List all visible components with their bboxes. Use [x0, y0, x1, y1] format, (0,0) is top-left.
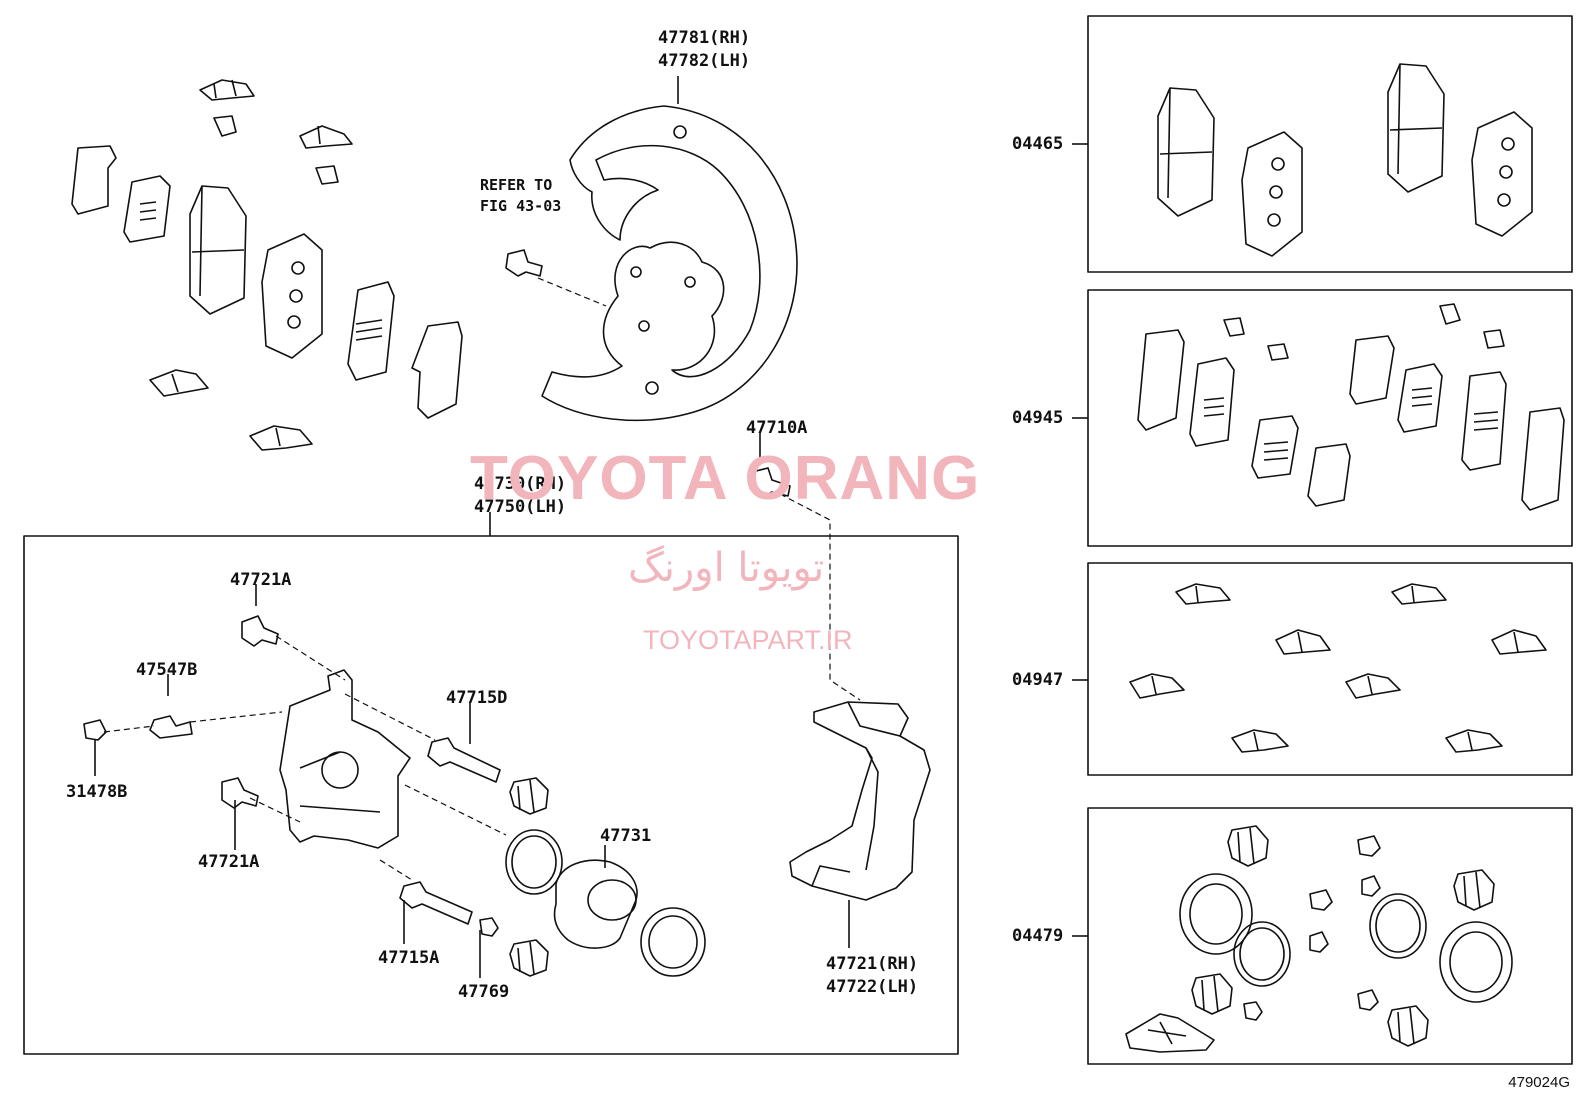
kit-04465-pad-c — [1387, 63, 1445, 193]
shim-inner-left — [123, 175, 171, 243]
bolt-47721a-top — [241, 615, 279, 647]
kit-04479-cap-1 — [1357, 835, 1381, 857]
label-47547b: 47547B — [136, 660, 198, 680]
kit-04947-clip-1 — [1175, 583, 1231, 605]
disc-brake-dust-shield — [541, 105, 798, 422]
kit-04479-boot-3 — [1191, 973, 1233, 1015]
kit-04479-seal-1 — [1233, 921, 1291, 987]
kit-04945-shim-d — [1307, 443, 1351, 507]
kit-04479-grease-pack — [1125, 1013, 1215, 1053]
anti-rattle-clip — [199, 79, 255, 101]
pin-boot-top — [509, 777, 549, 815]
label-47721a-top: 47721A — [230, 570, 292, 590]
label-refer-to: REFER TO — [480, 176, 553, 194]
kit-04947-clip-2 — [1391, 583, 1447, 605]
kit-04479-cap-2 — [1309, 889, 1333, 911]
kit-04947-spring-3 — [1231, 729, 1289, 753]
kit-04945-clip-b — [1267, 343, 1289, 361]
shim-outer-right — [411, 321, 463, 419]
label-04479: 04479 — [1012, 926, 1064, 946]
brake-pad-left — [189, 185, 247, 315]
label-31478b: 31478B — [66, 782, 128, 802]
kit-04947-frame — [1087, 562, 1573, 776]
kit-04479-boot-2 — [1453, 869, 1495, 911]
label-04465: 04465 — [1012, 134, 1064, 154]
label-47750-lh: 47750(LH) — [474, 497, 567, 517]
kit-04945-clip-d — [1483, 329, 1505, 349]
shield-bolt — [505, 249, 543, 277]
label-47721a-bottom: 47721A — [198, 852, 260, 872]
label-47715a: 47715A — [378, 948, 440, 968]
kit-04947-clip-3 — [1275, 629, 1331, 655]
kit-04465-pad-d — [1471, 111, 1533, 237]
bolt-47721a-bottom — [221, 777, 259, 809]
kit-04945-shim-g — [1461, 371, 1507, 471]
kit-04945-shim-e — [1349, 335, 1395, 405]
kit-04947-clip-4 — [1491, 629, 1547, 655]
anti-rattle-clip-2 — [299, 125, 353, 149]
watermark-title: TOYOTA ORANG — [470, 444, 981, 513]
kit-04479-cap-3 — [1357, 989, 1379, 1011]
bleeder-47547b — [149, 715, 193, 739]
kit-04479-bleeder-2 — [1309, 931, 1329, 953]
kit-04479-boot-1 — [1227, 825, 1269, 867]
kit-04945-shim-c — [1251, 415, 1299, 479]
label-47769: 47769 — [458, 982, 510, 1002]
kit-04945-shim-a — [1137, 329, 1185, 431]
kit-04465-frame — [1087, 15, 1573, 273]
cap-31478b — [83, 719, 107, 741]
label-47721-rh: 47721(RH) — [826, 954, 919, 974]
kit-04479-boot-large-1 — [1179, 873, 1253, 955]
label-47781-rh: 47781(RH) — [658, 28, 751, 48]
guide-pin-47715a — [399, 881, 473, 925]
kit-04945-shim-b — [1189, 357, 1235, 447]
caliper-mounting-bracket — [789, 701, 931, 901]
guide-pin-47715d — [427, 737, 501, 783]
kit-04479-seal-2 — [1369, 893, 1427, 959]
pin-boot-bottom — [509, 939, 549, 977]
kit-04479-bleeder-1 — [1361, 875, 1381, 897]
kit-04479-boot-large-2 — [1439, 921, 1513, 1003]
pad-clip — [213, 115, 237, 137]
label-47710a: 47710A — [746, 418, 808, 438]
caliper-cylinder — [279, 669, 411, 849]
label-04947: 04947 — [1012, 670, 1064, 690]
kit-04947-spring-4 — [1445, 729, 1503, 753]
piston-47731 — [553, 859, 638, 949]
piston-boot — [640, 907, 706, 977]
kit-04465-pad-b — [1241, 131, 1303, 257]
kit-04947-spring-2 — [1345, 673, 1401, 699]
shim-outer-left — [71, 145, 117, 215]
kit-04465-pad-a — [1157, 87, 1215, 217]
kit-04947-spring-1 — [1129, 673, 1185, 699]
label-47730-rh: 47730(RH) — [474, 474, 567, 494]
figure-number: 479024G — [1508, 1074, 1570, 1091]
watermark-url: TOYOTAPART.IR — [643, 625, 853, 655]
kit-04945-clip-a — [1223, 317, 1245, 337]
kit-04945-frame — [1087, 289, 1573, 547]
label-47715d: 47715D — [446, 688, 508, 708]
mount-bolt-47710a — [749, 467, 791, 497]
anti-squeal-spring-2 — [249, 425, 313, 451]
label-fig-43-03: FIG 43-03 — [480, 197, 562, 215]
kit-04945-shim-f — [1397, 363, 1443, 433]
caliper-assembly-frame — [23, 535, 959, 1055]
label-47722-lh: 47722(LH) — [826, 977, 919, 997]
pad-clip-2 — [315, 165, 339, 185]
shim-inner-right — [347, 281, 395, 381]
anti-squeal-spring — [149, 369, 209, 397]
watermark-farsi: تویوتا اورنگ — [628, 545, 825, 591]
kit-04479-frame — [1087, 807, 1573, 1065]
piston-seal — [505, 829, 563, 895]
kit-04945-shim-h — [1521, 407, 1565, 511]
kit-04479-boot-4 — [1387, 1005, 1429, 1047]
label-47782-lh: 47782(LH) — [658, 51, 751, 71]
brake-pad-right — [261, 233, 323, 359]
kit-04945-clip-c — [1439, 303, 1461, 325]
label-04945: 04945 — [1012, 408, 1064, 428]
kit-04479-bush-1 — [1243, 1001, 1263, 1021]
label-47731: 47731 — [600, 826, 652, 846]
bush-47769 — [479, 917, 499, 937]
